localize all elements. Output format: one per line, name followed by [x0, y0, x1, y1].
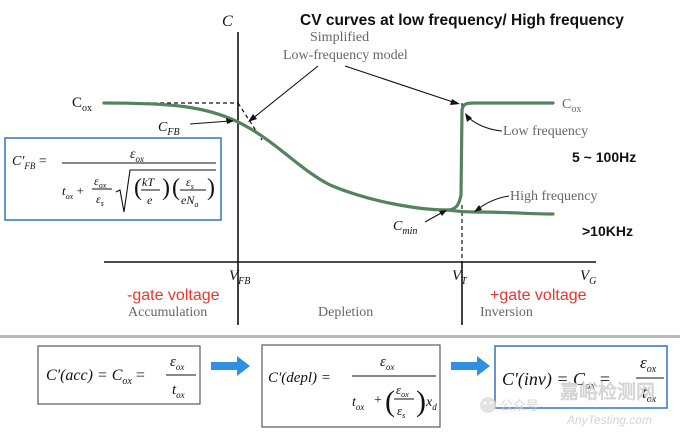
cfb-formula-box: C'FB = εox tox + εox εs ( kT e ) ( εs eN… [4, 137, 222, 221]
depletion-label: Depletion [318, 305, 373, 320]
wechat-icon [480, 397, 496, 413]
cfb-label: CFB [158, 120, 180, 138]
accumulation-label: Accumulation [128, 305, 207, 320]
cfb-tox: tox + [62, 183, 84, 201]
cfb-paren-left-1: ( [134, 175, 142, 201]
simplified-label-line2: Low-frequency model [283, 48, 408, 63]
low-frequency-pointer-head [465, 113, 472, 122]
high-frequency-pointer-head [474, 205, 482, 212]
cfb-e: e [147, 193, 153, 207]
cfb-paren-left-2: ( [172, 175, 180, 201]
depl-plus: + [374, 393, 382, 408]
simplified-arrow-right-head [450, 99, 460, 105]
arrow-depl-to-inv-icon [451, 356, 490, 376]
arrow-acc-to-depl-icon [211, 356, 250, 376]
cmin-label: Cmin [393, 219, 417, 237]
cfb-kt: kT [142, 175, 155, 189]
cfb-ena: eNa [181, 193, 198, 209]
low-frequency-range: 5 ~ 100Hz [572, 149, 636, 165]
vg-label: VG [580, 268, 596, 287]
depl-tox: tox [352, 395, 364, 412]
depl-paren-right: ) [416, 385, 426, 418]
acc-numerator: εox [170, 354, 184, 372]
inv-numerator: εox [640, 353, 657, 375]
cfb-sqrt-sign [115, 169, 216, 213]
neg-gate-label: -gate voltage [127, 287, 220, 304]
high-frequency-pointer [477, 195, 510, 210]
low-frequency-curve [102, 101, 555, 212]
low-frequency-pointer [467, 116, 503, 132]
simplified-arrow-left-head [248, 114, 257, 122]
cfb-paren-right-2: ) [207, 175, 215, 201]
cfb-eps-s-frac: εs [96, 192, 104, 208]
cfb-eps-ox-frac: εox [94, 174, 107, 190]
cfb-formula-lhs: C'FB = [12, 154, 47, 171]
high-frequency-curve [445, 208, 555, 216]
simplified-label-line1: Simplified [310, 30, 369, 45]
depl-eps-s: εs [397, 403, 405, 420]
depl-numerator: εox [380, 354, 394, 372]
simplified-arrow-right [344, 65, 457, 104]
depl-eps-ox: εox [396, 382, 409, 399]
simplified-arrow-left [251, 65, 319, 120]
cfb-pointer-head [226, 118, 234, 124]
cfb-eps-s-2: εs [186, 175, 194, 191]
cfb-paren-right-1: ) [162, 175, 170, 201]
depl-formula-lhs: C'(depl) = [268, 370, 331, 386]
acc-formula-lhs: C'(acc) = Cox = [46, 367, 145, 387]
cfb-numerator: εox [130, 147, 144, 164]
watermark-channel: 公众号· [500, 398, 543, 413]
depl-formula-box: C'(depl) = εox tox + ( εox εs ) xd [261, 344, 441, 428]
section-divider [0, 335, 680, 338]
cmin-pointer [424, 211, 444, 223]
depl-xd: xd [425, 395, 437, 412]
inversion-label: Inversion [480, 305, 533, 320]
cox-label: Cox [72, 95, 92, 114]
depl-paren-left: ( [385, 385, 395, 418]
low-frequency-label: Low frequency [503, 124, 588, 139]
watermark-brand-en: AnyTesting.com [566, 413, 652, 427]
acc-formula-box: C'(acc) = Cox = εox tox [37, 345, 201, 405]
high-frequency-label: High frequency [510, 189, 597, 204]
cfb-pointer [189, 120, 231, 125]
cmin-pointer-head [439, 210, 447, 216]
cox-right-label: Cox [562, 97, 581, 115]
watermark-brand-cn: 嘉峪检测网 [559, 380, 655, 403]
inv-denominator: tox [642, 383, 657, 405]
pos-gate-label: +gate voltage [490, 287, 587, 304]
acc-denominator: tox [172, 382, 185, 400]
high-frequency-range: >10KHz [582, 223, 633, 239]
vt-label: VT [452, 268, 468, 287]
inv-formula-lhs: C'(inv) = Cox = [502, 369, 610, 392]
diagram-title: CV curves at low frequency/ High frequen… [300, 12, 624, 29]
vfb-label: VFB [229, 268, 250, 287]
y-axis-label: C [222, 13, 233, 30]
watermark: 公众号· 嘉峪检测网 AnyTesting.com [480, 380, 655, 427]
inv-formula-box: C'(inv) = Cox = εox tox [494, 345, 668, 409]
